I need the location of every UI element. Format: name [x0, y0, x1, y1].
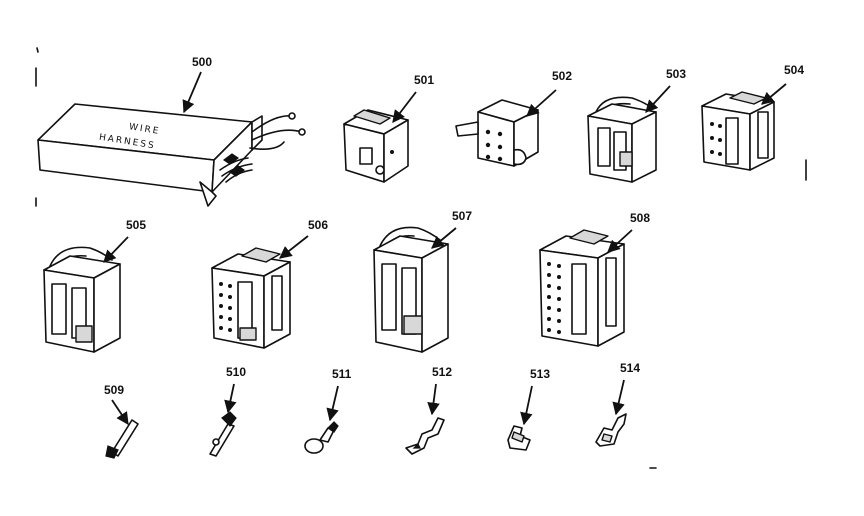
arrow-514	[612, 379, 625, 416]
part-503-connector	[587, 96, 657, 183]
callout-502: 502	[552, 69, 572, 83]
arrow-511	[326, 385, 339, 422]
callout-512: 512	[432, 365, 452, 379]
callout-507: 507	[452, 209, 472, 223]
arrow-507	[431, 227, 457, 249]
arrow-513	[520, 385, 533, 426]
callout-504: 504	[784, 63, 804, 77]
callout-511: 511	[332, 367, 352, 381]
arrow-501	[392, 91, 417, 123]
arrow-510	[224, 383, 237, 414]
callout-503: 503	[666, 67, 686, 81]
part-504-connector	[701, 91, 775, 171]
arrow-512	[427, 383, 440, 416]
part-508-connector	[539, 229, 625, 347]
arrow-508	[607, 229, 633, 253]
callout-500: 500	[192, 55, 212, 69]
part-511-terminal	[304, 421, 339, 454]
arrow-502	[526, 89, 557, 117]
callout-513: 513	[530, 367, 550, 381]
arrow-500	[182, 71, 202, 114]
part-505-connector	[43, 246, 121, 353]
part-507-connector	[373, 226, 449, 353]
part-509-terminal	[105, 419, 139, 459]
arrow-506	[279, 235, 309, 259]
part-512-terminal	[405, 417, 445, 455]
callout-506: 506	[308, 218, 328, 232]
callout-505: 505	[126, 218, 146, 232]
callout-514: 514	[620, 361, 640, 375]
arrow-503	[645, 85, 671, 113]
arrow-504	[761, 83, 787, 105]
part-514-terminal	[595, 413, 627, 447]
callout-509: 509	[104, 383, 124, 397]
box-text-line-1: WIRE	[128, 122, 161, 137]
arrow-509	[111, 399, 129, 426]
margin-marks	[35, 47, 807, 469]
part-513-terminal	[507, 425, 531, 451]
callout-510: 510	[226, 365, 246, 379]
part-500-wire-harness-box: WIRE HARNESS	[37, 103, 306, 207]
callout-501: 501	[414, 73, 434, 87]
part-501-connector	[343, 109, 409, 183]
part-506-connector	[211, 247, 291, 349]
part-510-terminal	[209, 411, 237, 457]
arrow-505	[103, 236, 129, 263]
callout-508: 508	[630, 211, 650, 225]
part-502-connector	[455, 99, 539, 167]
